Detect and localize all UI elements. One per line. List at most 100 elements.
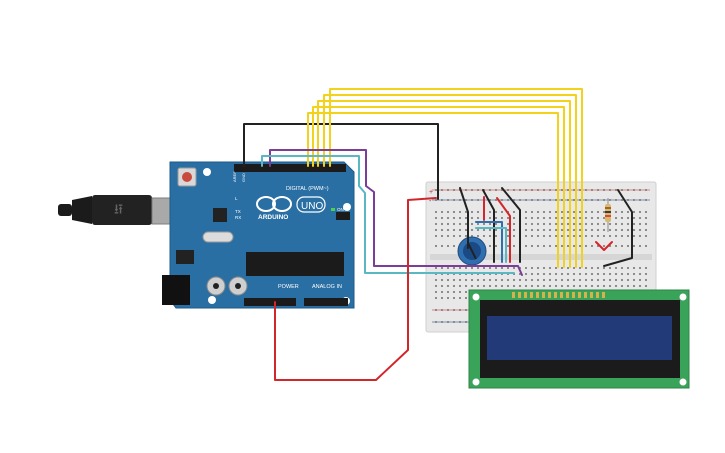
breadboard-hole[interactable] (615, 217, 617, 219)
breadboard-hole[interactable] (447, 285, 449, 287)
breadboard-hole[interactable] (459, 285, 461, 287)
breadboard-hole[interactable] (561, 245, 563, 247)
breadboard-hole[interactable] (525, 229, 527, 231)
breadboard-hole[interactable] (615, 235, 617, 237)
breadboard-hole[interactable] (471, 211, 473, 213)
breadboard-hole[interactable] (597, 279, 599, 281)
breadboard-hole[interactable] (447, 189, 449, 191)
breadboard-hole[interactable] (567, 229, 569, 231)
breadboard-hole[interactable] (531, 245, 533, 247)
breadboard-hole[interactable] (465, 217, 467, 219)
breadboard-hole[interactable] (441, 217, 443, 219)
breadboard-hole[interactable] (567, 279, 569, 281)
breadboard-hole[interactable] (603, 285, 605, 287)
breadboard-hole[interactable] (645, 279, 647, 281)
breadboard-hole[interactable] (555, 199, 557, 201)
breadboard-hole[interactable] (639, 189, 641, 191)
power-jack[interactable] (162, 275, 190, 305)
breadboard-hole[interactable] (561, 223, 563, 225)
breadboard-hole[interactable] (603, 235, 605, 237)
breadboard-hole[interactable] (633, 229, 635, 231)
breadboard-hole[interactable] (525, 217, 527, 219)
breadboard-hole[interactable] (543, 235, 545, 237)
breadboard-hole[interactable] (531, 223, 533, 225)
breadboard-hole[interactable] (645, 211, 647, 213)
breadboard-hole[interactable] (447, 245, 449, 247)
breadboard-hole[interactable] (501, 267, 503, 269)
breadboard-hole[interactable] (495, 279, 497, 281)
breadboard-hole[interactable] (513, 211, 515, 213)
breadboard-hole[interactable] (453, 199, 455, 201)
breadboard-hole[interactable] (531, 279, 533, 281)
breadboard-hole[interactable] (435, 217, 437, 219)
breadboard-hole[interactable] (477, 285, 479, 287)
breadboard-hole[interactable] (543, 189, 545, 191)
breadboard-hole[interactable] (447, 199, 449, 201)
breadboard-hole[interactable] (453, 229, 455, 231)
jumper-red-3[interactable] (595, 241, 613, 251)
breadboard-hole[interactable] (471, 223, 473, 225)
breadboard-hole[interactable] (507, 229, 509, 231)
breadboard-hole[interactable] (633, 199, 635, 201)
breadboard-hole[interactable] (609, 223, 611, 225)
breadboard-hole[interactable] (441, 199, 443, 201)
breadboard-hole[interactable] (615, 229, 617, 231)
breadboard-hole[interactable] (585, 223, 587, 225)
breadboard-hole[interactable] (555, 211, 557, 213)
breadboard-hole[interactable] (639, 211, 641, 213)
breadboard-hole[interactable] (567, 211, 569, 213)
jumper-black-1[interactable] (459, 187, 469, 249)
breadboard-hole[interactable] (471, 267, 473, 269)
breadboard-hole[interactable] (483, 229, 485, 231)
breadboard-hole[interactable] (435, 189, 437, 191)
breadboard-hole[interactable] (465, 321, 467, 323)
breadboard-hole[interactable] (441, 279, 443, 281)
breadboard-hole[interactable] (453, 211, 455, 213)
breadboard-hole[interactable] (537, 223, 539, 225)
breadboard-hole[interactable] (579, 235, 581, 237)
breadboard-hole[interactable] (561, 217, 563, 219)
breadboard-hole[interactable] (513, 285, 515, 287)
breadboard-hole[interactable] (639, 235, 641, 237)
breadboard-hole[interactable] (633, 285, 635, 287)
breadboard-hole[interactable] (483, 279, 485, 281)
breadboard-hole[interactable] (573, 273, 575, 275)
breadboard-hole[interactable] (567, 273, 569, 275)
breadboard-hole[interactable] (555, 279, 557, 281)
breadboard-hole[interactable] (525, 285, 527, 287)
breadboard-hole[interactable] (543, 245, 545, 247)
breadboard-hole[interactable] (639, 229, 641, 231)
breadboard-hole[interactable] (441, 309, 443, 311)
jumper-black-2[interactable] (482, 189, 495, 263)
breadboard-hole[interactable] (615, 285, 617, 287)
breadboard-hole[interactable] (579, 229, 581, 231)
breadboard-hole[interactable] (435, 321, 437, 323)
breadboard-hole[interactable] (621, 189, 623, 191)
breadboard-hole[interactable] (591, 273, 593, 275)
breadboard-hole[interactable] (591, 211, 593, 213)
breadboard-hole[interactable] (459, 279, 461, 281)
breadboard-hole[interactable] (531, 211, 533, 213)
breadboard-hole[interactable] (441, 223, 443, 225)
breadboard-hole[interactable] (603, 211, 605, 213)
jumper-black-4[interactable] (603, 189, 633, 267)
lcd-pin[interactable] (566, 292, 569, 298)
breadboard-hole[interactable] (591, 235, 593, 237)
breadboard-hole[interactable] (489, 279, 491, 281)
breadboard-hole[interactable] (537, 235, 539, 237)
breadboard-hole[interactable] (453, 321, 455, 323)
breadboard-hole[interactable] (501, 279, 503, 281)
breadboard-hole[interactable] (609, 267, 611, 269)
breadboard-hole[interactable] (507, 189, 509, 191)
breadboard-hole[interactable] (645, 189, 647, 191)
jumper-black-3[interactable] (501, 187, 521, 263)
breadboard-hole[interactable] (621, 273, 623, 275)
breadboard-hole[interactable] (609, 245, 611, 247)
breadboard-hole[interactable] (549, 245, 551, 247)
breadboard-hole[interactable] (543, 279, 545, 281)
breadboard-hole[interactable] (447, 235, 449, 237)
breadboard-hole[interactable] (597, 245, 599, 247)
breadboard-hole[interactable] (597, 229, 599, 231)
jumper-red-2[interactable] (496, 197, 511, 263)
breadboard-hole[interactable] (585, 285, 587, 287)
